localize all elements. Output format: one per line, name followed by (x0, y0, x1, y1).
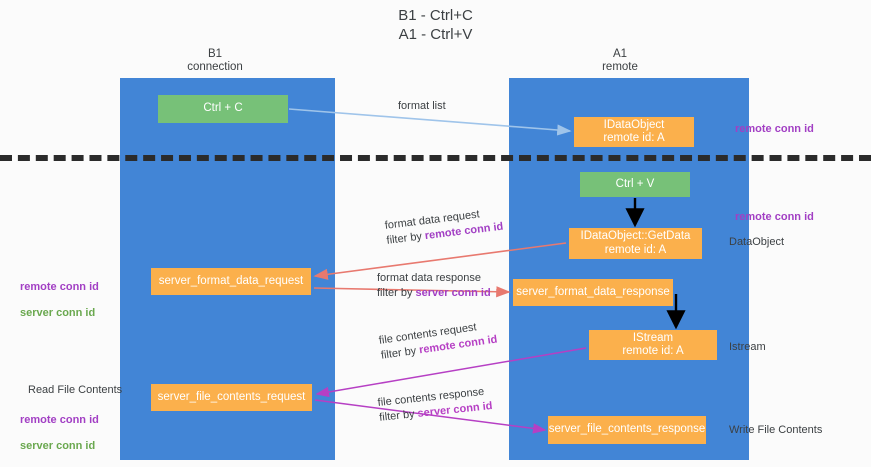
edge-label-format-list: format list (398, 99, 446, 114)
annotation-read-file-contents: Read File Contents (28, 384, 123, 396)
annotation-remote-conn-id-top: remote conn id (735, 123, 814, 135)
filter-by-prefix: filter by (378, 407, 419, 424)
filter-by-prefix: filter by (377, 287, 416, 299)
filter-by-prefix: filter by (385, 230, 426, 247)
annotation-left-remote-conn-id-1: remote conn id (20, 281, 99, 293)
edge-label-format-data-response: format data response filter by server co… (377, 271, 491, 301)
edge-label-format-data-response-line2: filter by server conn id (377, 286, 491, 301)
annotation-left-conn-ids-top: remote conn id server conn id (20, 268, 99, 333)
filter-by-server-conn-id: server conn id (415, 287, 491, 299)
node-ctrl-v[interactable]: Ctrl + V (580, 172, 690, 197)
node-server-format-data-request[interactable]: server_format_data_request (151, 268, 311, 295)
edge-label-format-data-response-line1: format data response (377, 272, 481, 284)
edge-label-file-contents-request: file contents request filter by remote c… (378, 318, 498, 364)
node-idataobject[interactable]: IDataObject remote id: A (574, 117, 694, 147)
node-server-file-contents-response[interactable]: server_file_contents_response (548, 416, 706, 444)
node-istream[interactable]: IStream remote id: A (589, 330, 717, 360)
annotation-istream: Istream (729, 341, 766, 353)
annotation-dataobject: DataObject (729, 236, 785, 248)
phase-divider (0, 155, 871, 161)
page-title: B1 - Ctrl+C A1 - Ctrl+V (398, 7, 473, 43)
filter-by-prefix: filter by (380, 344, 421, 362)
annotation-left-server-conn-id-1: server conn id (20, 307, 96, 319)
edge-label-format-data-request: format data request filter by remote con… (384, 205, 504, 249)
annotation-remote-conn-id-mid: remote conn id (735, 211, 814, 223)
annotation-write-file-contents: Write File Contents (729, 424, 823, 436)
annotation-left-remote-conn-id-2: remote conn id (20, 414, 99, 426)
edge-label-format-list-text: format list (398, 100, 446, 112)
node-server-file-contents-request[interactable]: server_file_contents_request (151, 384, 312, 411)
column-header-a1: A1 remote (602, 48, 638, 73)
node-idataobject-getdata[interactable]: IDataObject::GetData remote id: A (569, 228, 702, 259)
annotation-left-server-conn-id-2: server conn id (20, 440, 96, 452)
node-server-format-data-response[interactable]: server_format_data_response (513, 279, 673, 306)
node-ctrl-c[interactable]: Ctrl + C (158, 95, 288, 123)
annotation-left-conn-ids-bottom: remote conn id server conn id (20, 401, 99, 466)
column-header-b1: B1 connection (187, 48, 243, 73)
edge-label-file-contents-response: file contents response filter by server … (377, 384, 493, 426)
